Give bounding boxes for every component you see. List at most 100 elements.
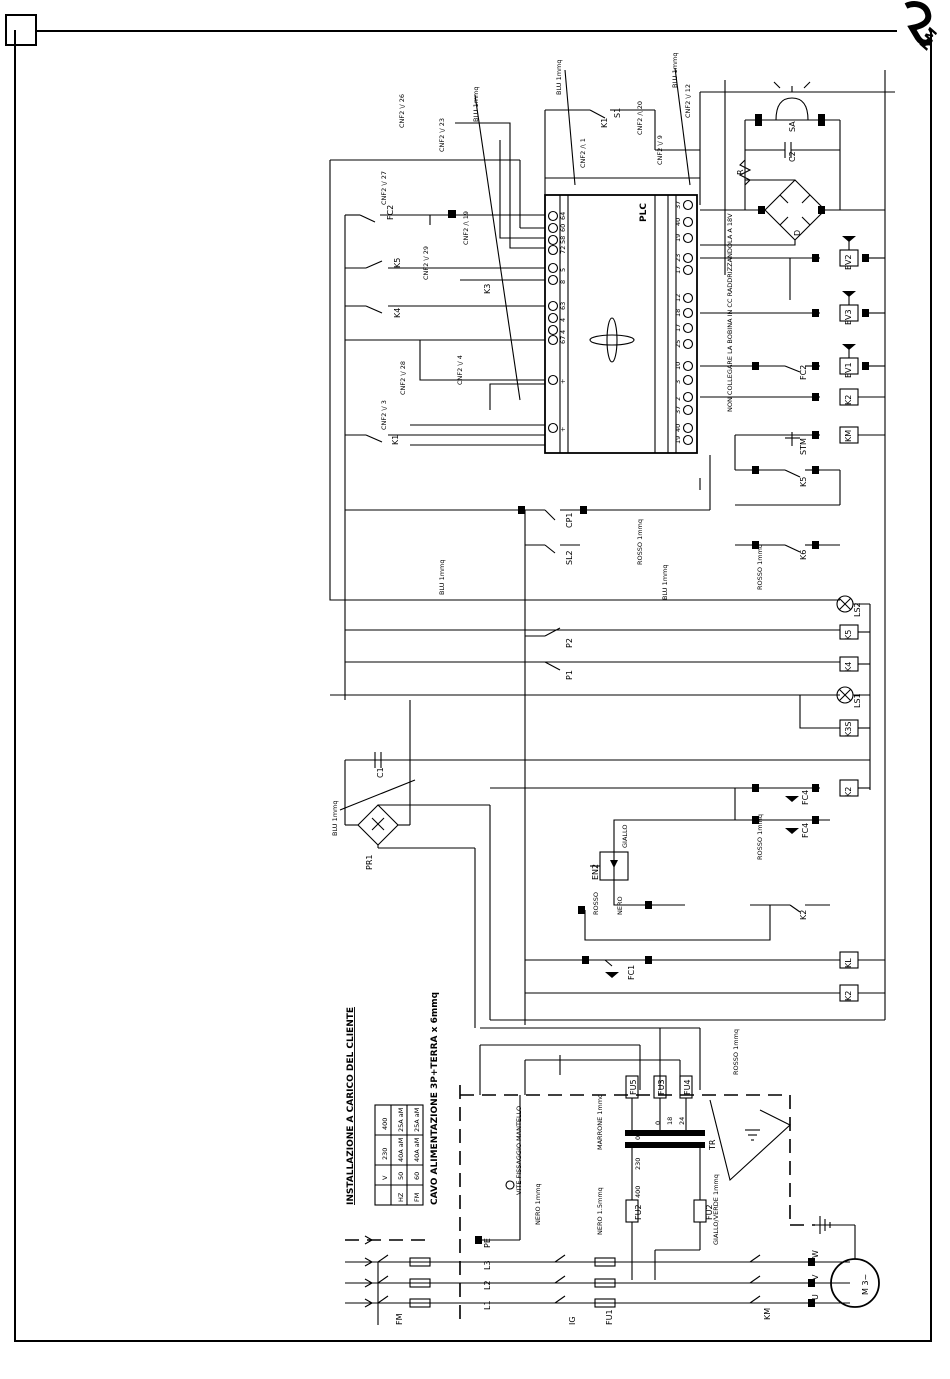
plc-input-label: 60: [559, 224, 567, 232]
sa-label: SA: [788, 121, 797, 132]
fc2-right-label: FC2: [799, 365, 808, 380]
c1-label: C1: [376, 767, 385, 778]
plc-output-terminal: [682, 374, 694, 386]
top-border-line: [37, 30, 897, 32]
blu-wire-label: BLU 1mmq: [661, 564, 669, 600]
plc-input-label: +: [559, 427, 567, 432]
en2-label: EN2: [591, 864, 600, 880]
component-labels: FC2K5K4K3K1K1S1SAC2RDEV2EV3EV1FC2K2KMSTM…: [331, 52, 870, 1325]
fc2-label: FC2: [386, 205, 395, 220]
cable-tag-cnf2-1: CNF2 /\ 1: [579, 138, 587, 168]
table-row-fm-c2: 40A aM: [413, 1138, 421, 1162]
plc-module: PLC: [544, 194, 698, 454]
plc-output-terminal: [682, 216, 694, 228]
k2-bottom-label: K2: [844, 991, 853, 1001]
installation-panel: INSTALLAZIONE A CARICO DEL CLIENTE V 230…: [346, 992, 440, 1206]
pr1-label: PR1: [365, 855, 374, 870]
rectifier-siren-section: [699, 70, 895, 940]
plc-input-label: +: [559, 379, 567, 384]
sl2-label: SL2: [565, 550, 574, 565]
ls2-label: LS2: [853, 602, 862, 617]
plc-input-terminal: [547, 422, 559, 434]
pr1-bridge: [339, 752, 491, 1028]
motor-terminal-w: W: [811, 1250, 820, 1258]
table-row-hz-c2: 40A aM: [397, 1138, 405, 1162]
ev1-label: EV1: [844, 362, 853, 378]
install-title: INSTALLAZIONE A CARICO DEL CLIENTE: [346, 1007, 356, 1205]
k5-coil-label: K5: [844, 630, 853, 640]
plc-input-label: 67: [559, 336, 567, 344]
k1-top-label: K1: [600, 118, 609, 128]
tr-label: TR: [708, 1139, 717, 1151]
giallo-note: GIALLO: [621, 824, 629, 848]
table-row-fm-c1: 60: [413, 1172, 421, 1180]
blu-bundle-2: [564, 69, 576, 186]
p2-label: P2: [565, 638, 574, 648]
plc-output-terminal: [682, 252, 694, 264]
cable-tag-cnf2-12: CNF2 \/ 12: [684, 84, 692, 118]
plc-output-terminal: [682, 322, 694, 334]
cable-tag-cnf2-9: CNF2 \/ 9: [656, 135, 664, 165]
plc-output-label: 40: [674, 218, 682, 226]
k2-encoder-label: K2: [799, 910, 808, 920]
k5-right-label: K5: [799, 477, 808, 487]
plc-label: PLC: [639, 203, 649, 222]
plc-output-label: 23: [674, 254, 682, 262]
plc-output-label: 37: [674, 406, 682, 414]
cable-tag-cnf2-3: CNF2 \/ 3: [380, 400, 388, 430]
cable-tag-cnf2-20: CNF2 /\ 20: [636, 101, 644, 135]
tap-24: 24: [678, 1117, 686, 1125]
tap-0b: 0: [654, 1121, 662, 1125]
fu1-label: FU1: [605, 1309, 614, 1325]
plc-input-terminal: [547, 300, 559, 312]
bridge-label: D: [793, 230, 802, 236]
motor-label: M 3~: [861, 1274, 870, 1295]
plc-input-terminal: [547, 210, 559, 222]
nero-note: NERO 1.5mmq: [596, 1187, 604, 1235]
blu-wire-label: BLU 1mmq: [472, 86, 480, 122]
plc-input-label: 72: [559, 246, 567, 254]
plc-output-terminal: [682, 422, 694, 434]
s1-label: S1: [613, 108, 622, 118]
plc-output-terminal: [682, 338, 694, 350]
drawing-frame: [14, 30, 932, 1342]
plc-input-label: 8: [559, 280, 567, 284]
middle-control-rows: [330, 455, 871, 1025]
plc-input-terminal: [547, 262, 559, 274]
table-row-fm-c3: 25A aM: [413, 1108, 421, 1132]
cp1-label: CP1: [565, 513, 574, 529]
k4-coil-label: K4: [844, 662, 853, 672]
plc-output-label: 18: [674, 309, 682, 317]
fu5-label: FU5: [629, 1079, 638, 1095]
cable-tag-cnf2-19: CNF2 /\ 19: [462, 211, 470, 245]
ev3-label: EV3: [844, 309, 853, 325]
table-row-hz-label: HZ: [397, 1192, 405, 1202]
rosso-note: ROSSO: [592, 892, 600, 915]
r-label: R: [736, 169, 745, 175]
en2-encoder: [578, 819, 830, 941]
k5-label: K5: [393, 258, 402, 268]
cable-tag-cnf2-29: CNF2 \/ 29: [422, 246, 430, 280]
k6-label: K6: [799, 550, 808, 560]
marrone-note: MARRONE 1mmq: [596, 1094, 604, 1150]
plc-output-label: 2: [674, 397, 682, 401]
tap-18: 18: [666, 1117, 674, 1125]
p1-label: P1: [565, 670, 574, 680]
sheet-corner-box: [5, 14, 37, 46]
plc-output-label: 19: [674, 234, 682, 242]
phase-pe-label: PE: [483, 1238, 492, 1248]
table-row-fm-label: FM: [413, 1193, 421, 1202]
table-row-hz-c3: 25A aM: [397, 1108, 405, 1132]
k3-label: K3: [483, 284, 492, 294]
tap-400: 400: [634, 1186, 642, 1198]
phase-l2-label: L2: [483, 1280, 492, 1290]
plc-output-terminal: [682, 404, 694, 416]
table-header-230: 230: [381, 1148, 389, 1160]
cable-tag-cnf2-28: CNF2 \/ 28: [399, 361, 407, 395]
plc-output-terminal: [682, 292, 694, 304]
blu-wire-label: BLU 1mmq: [438, 559, 446, 595]
mains-power-section: [345, 1095, 880, 1325]
tap-230: 230: [634, 1158, 642, 1170]
